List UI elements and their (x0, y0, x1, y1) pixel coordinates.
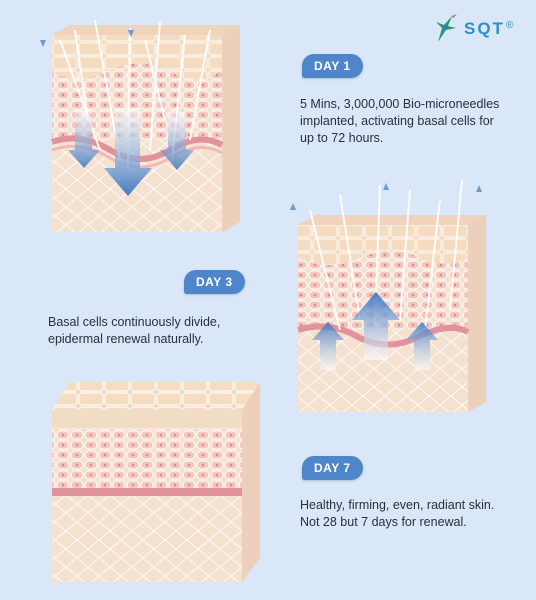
day3-description: Basal cells continuously divide, epiderm… (48, 314, 220, 348)
day3-badge: DAY 3 (184, 270, 245, 294)
hummingbird-icon (436, 14, 457, 42)
block1 (40, 19, 240, 232)
day1-line: implanted, activating basal cells for (300, 114, 494, 128)
day7-line: Healthy, firming, even, radiant skin. (300, 498, 495, 512)
block3 (290, 179, 486, 412)
day7-badge: DAY 7 (302, 456, 363, 480)
block7 (52, 382, 260, 582)
day3-line: Basal cells continuously divide, (48, 315, 221, 329)
day1-description: 5 Mins, 3,000,000 Bio-microneedles impla… (300, 96, 499, 147)
day1-line: up to 72 hours. (300, 131, 384, 145)
day7-description: Healthy, firming, even, radiant skin. No… (300, 497, 494, 531)
day1-badge: DAY 1 (302, 54, 363, 78)
day7-line: Not 28 but 7 days for renewal. (300, 515, 467, 529)
brand-name: SQT® (464, 19, 514, 38)
brand-logo: SQT® (432, 14, 513, 44)
day1-line: 5 Mins, 3,000,000 Bio-microneedles (300, 97, 500, 111)
day3-line: epidermal renewal naturally. (48, 332, 204, 346)
